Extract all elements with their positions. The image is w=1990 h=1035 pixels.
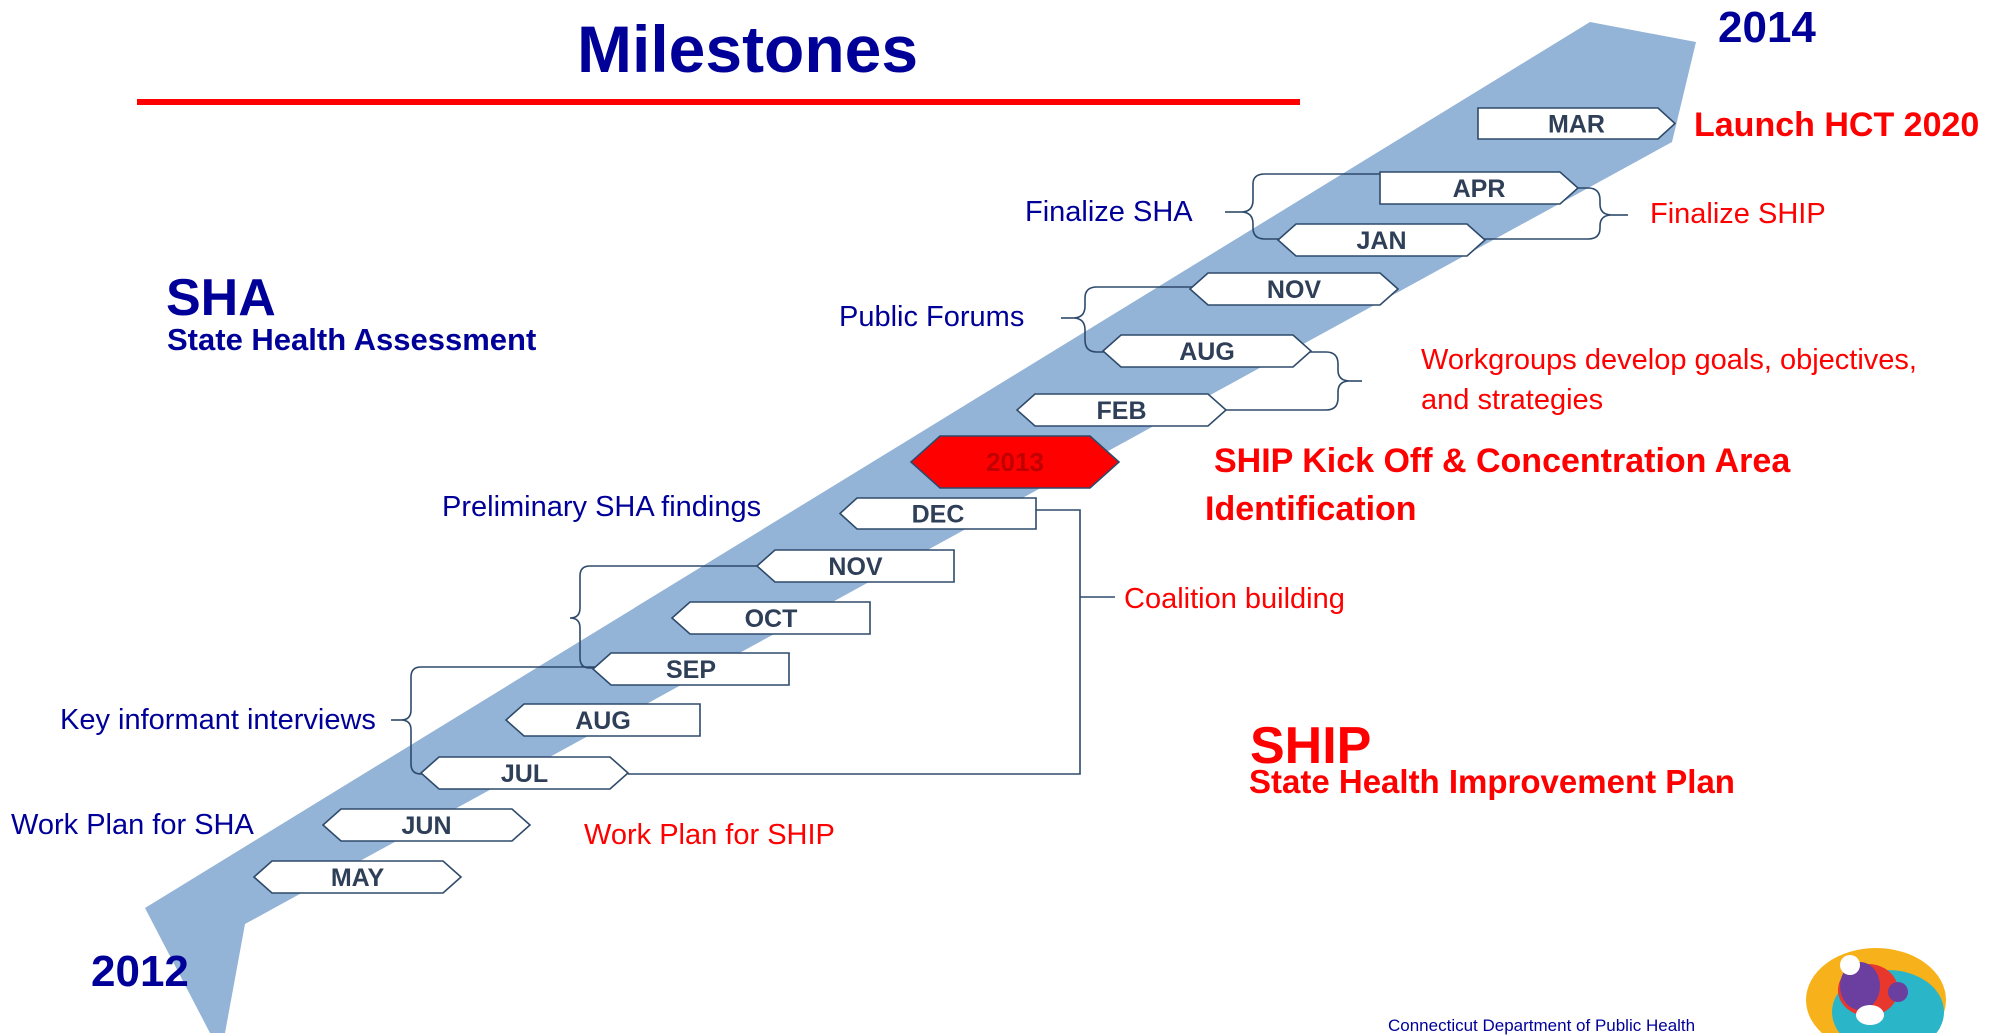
milestone-label-sep12: SEP bbox=[666, 656, 716, 684]
footer-org-name: Connecticut Department of Public Health bbox=[1388, 1016, 1696, 1035]
milestone-label-may12: MAY bbox=[331, 864, 385, 892]
ship-acronym: SHIP bbox=[1250, 717, 1372, 775]
milestone-label-mar14: MAR bbox=[1548, 111, 1605, 139]
key-informant-label: Key informant interviews bbox=[60, 704, 376, 736]
milestone-tag-jun12 bbox=[321, 808, 532, 842]
work-plan-sha-label: Work Plan for SHA bbox=[11, 809, 254, 841]
finalize-sha-label: Finalize SHA bbox=[1025, 196, 1193, 228]
milestone-label-jun12: JUN bbox=[401, 812, 451, 840]
kickoff-label-line1: SHIP Kick Off & Concentration Area bbox=[1214, 442, 1791, 480]
milestone-tag-aug13 bbox=[1101, 334, 1313, 368]
milestone-label-dec12: DEC bbox=[912, 501, 965, 529]
milestone-label-aug13: AUG bbox=[1179, 338, 1235, 366]
year-start-label: 2012 bbox=[91, 947, 189, 996]
milestone-label-nov13: NOV bbox=[1267, 276, 1322, 304]
milestone-tag-sep12 bbox=[591, 652, 790, 686]
public-forums-label: Public Forums bbox=[839, 301, 1025, 333]
coalition-connector bbox=[628, 509, 1115, 775]
finalize-ship-label: Finalize SHIP bbox=[1650, 198, 1826, 230]
preliminary-sha-label: Preliminary SHA findings bbox=[442, 491, 762, 523]
ship-full-name: State Health Improvement Plan bbox=[1249, 763, 1735, 800]
launch-hct-label: Launch HCT 2020 bbox=[1694, 106, 1980, 144]
milestone-tag-nov13 bbox=[1188, 272, 1400, 306]
nov-sep-bracket bbox=[569, 565, 760, 669]
milestone-tag-feb13 bbox=[1015, 393, 1228, 427]
ct-dph-logo bbox=[1806, 948, 1946, 1033]
milestone-tag-mar14 bbox=[1477, 107, 1677, 140]
sha-acronym: SHA bbox=[166, 269, 276, 327]
milestone-tag-nov12 bbox=[755, 549, 955, 583]
year-end-label: 2014 bbox=[1718, 3, 1816, 52]
milestone-tag-oct12 bbox=[670, 601, 871, 635]
milestone-label-y2013: 2013 bbox=[986, 447, 1044, 477]
milestone-label-feb13: FEB bbox=[1097, 397, 1147, 425]
milestone-tag-jan13 bbox=[1276, 223, 1487, 257]
milestone-tag-dec12 bbox=[838, 497, 1037, 530]
workgroups-label-line2: and strategies bbox=[1421, 384, 1604, 416]
milestone-tag-apr13 bbox=[1379, 171, 1580, 205]
milestone-label-jul12: JUL bbox=[501, 760, 548, 788]
coalition-building-label: Coalition building bbox=[1124, 583, 1345, 615]
milestone-tag-may12 bbox=[252, 860, 463, 894]
milestone-tag-aug12 bbox=[504, 703, 701, 737]
milestone-label-oct12: OCT bbox=[745, 605, 798, 633]
milestone-label-jan13: JAN bbox=[1356, 227, 1406, 255]
milestone-label-apr13: APR bbox=[1453, 175, 1506, 203]
milestone-tag-jul12 bbox=[419, 756, 630, 790]
milestone-tag-y2013 bbox=[909, 435, 1121, 489]
workgroups-label-line1: Workgroups develop goals, objectives, bbox=[1421, 344, 1917, 376]
page-title: Milestones bbox=[577, 12, 919, 86]
sha-full-name: State Health Assessment bbox=[167, 322, 537, 357]
milestone-label-nov12: NOV bbox=[828, 553, 883, 581]
kickoff-label-line2: Identification bbox=[1205, 490, 1417, 528]
milestone-label-aug12: AUG bbox=[575, 707, 631, 735]
work-plan-ship-label: Work Plan for SHIP bbox=[584, 819, 835, 851]
